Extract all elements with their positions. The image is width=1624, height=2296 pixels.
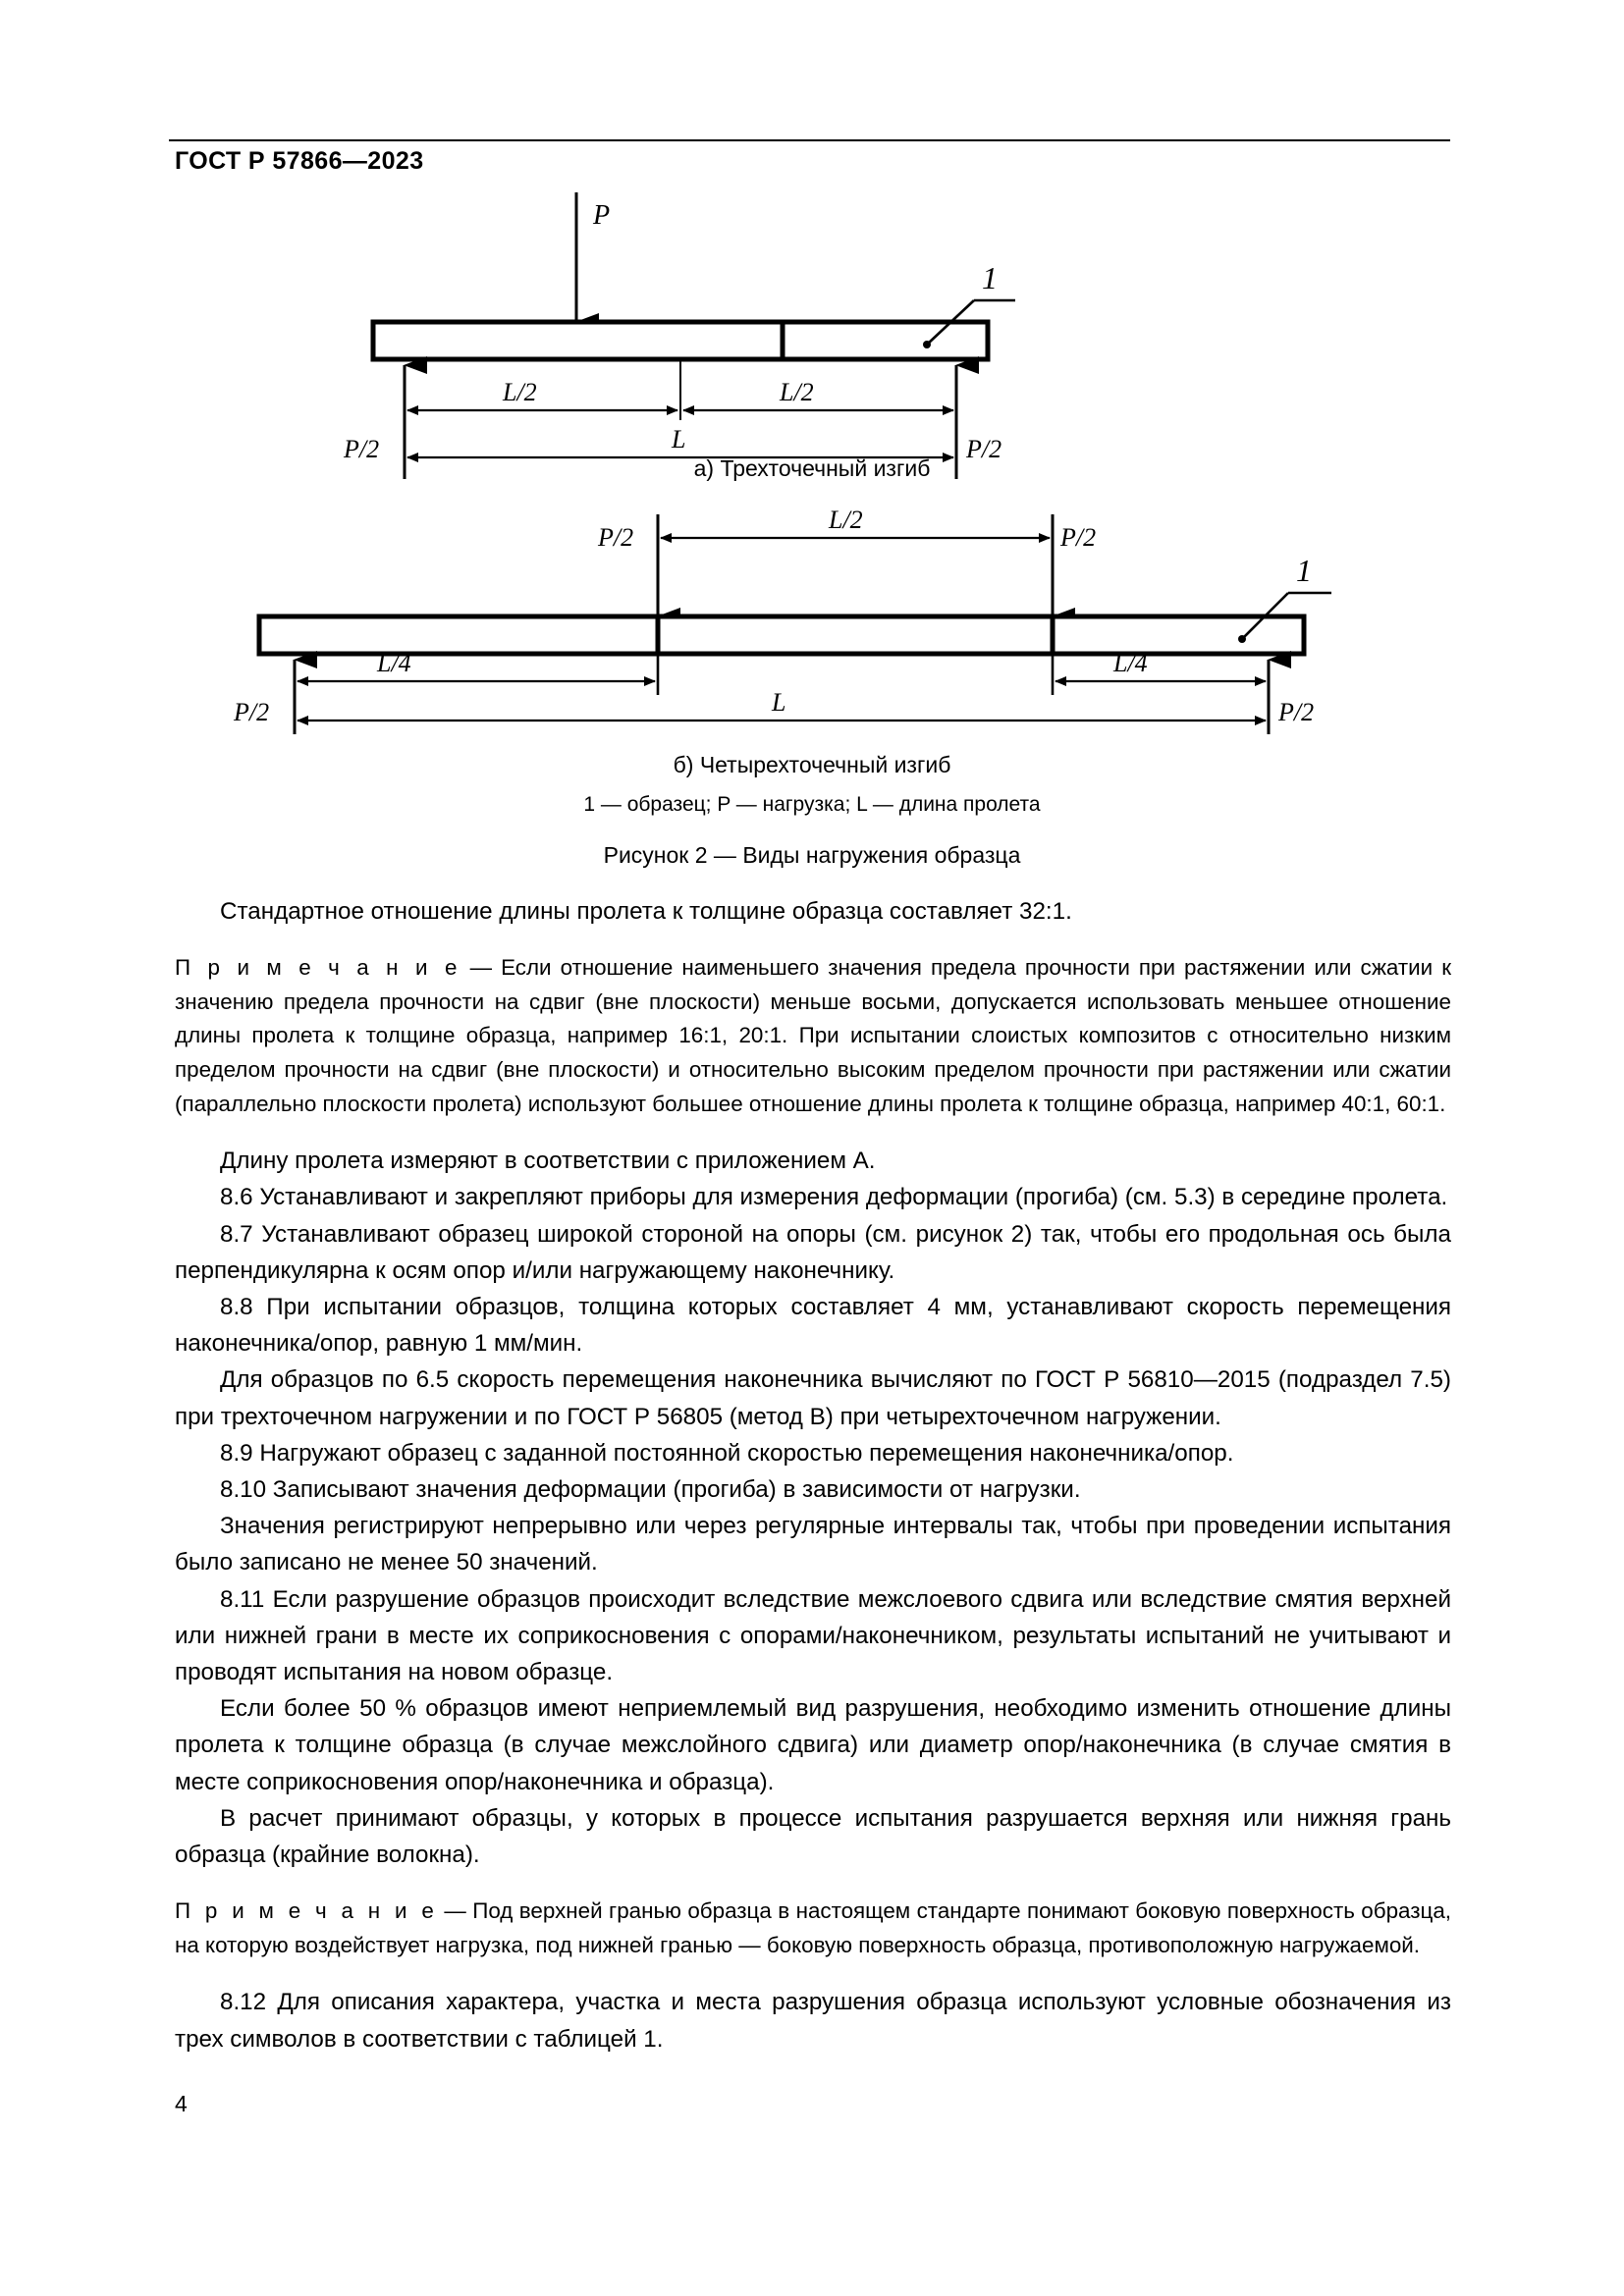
paragraph-fifty-percent: Если более 50 % образцов имеют неприемле… — [175, 1695, 1451, 1795]
svg-text:P/2: P/2 — [965, 435, 1001, 463]
paragraph-8-8: 8.8 При испытании образцов, толщина кото… — [175, 1293, 1451, 1358]
figure-legend: 1 — образец; P — нагрузка; L — длина про… — [583, 793, 1041, 816]
figure-2-svg: P 1 L/2 L/2 L P/2 — [233, 192, 1331, 734]
paragraph-8-12: 8.12 Для описания характера, участка и м… — [175, 1989, 1451, 2053]
svg-text:1: 1 — [1296, 553, 1312, 588]
svg-text:P/2: P/2 — [1059, 523, 1096, 552]
note-2: П р и м е ч а н и е — Под верхней гранью… — [175, 1895, 1451, 1962]
page-number: 4 — [175, 2091, 188, 2116]
svg-text:L: L — [671, 425, 685, 454]
figure-title: Рисунок 2 — Виды нагружения образца — [603, 842, 1021, 868]
svg-text:L/2: L/2 — [502, 378, 537, 406]
figure-caption-b: б) Четырехточечный изгиб — [673, 752, 951, 777]
note-2-text: — Под верхней гранью образца в настоящем… — [175, 1898, 1451, 1957]
svg-text:1: 1 — [982, 260, 998, 295]
note-1: П р и м е ч а н и е — Если отношение наи… — [175, 951, 1451, 1121]
running-header-standard-number: ГОСТ Р 57866—2023 — [175, 147, 424, 175]
paragraph-span-ratio: Стандартное отношение длины пролета к то… — [220, 898, 1072, 925]
paragraph-span-measurement: Длину пролета измеряют в соответствии с … — [220, 1148, 876, 1175]
note-1-label: П р и м е ч а н и е — [175, 955, 461, 981]
svg-text:P/2: P/2 — [597, 523, 633, 552]
svg-text:L/4: L/4 — [376, 649, 411, 677]
svg-text:L: L — [771, 688, 785, 717]
svg-text:L/2: L/2 — [828, 506, 863, 534]
paragraph-8-6: 8.6 Устанавливают и закрепляют приборы д… — [220, 1184, 1448, 1211]
svg-text:P/2: P/2 — [1277, 698, 1314, 726]
paragraph-8-11: 8.11 Если разрушение образцов происходит… — [175, 1585, 1451, 1686]
note-1-text: — Если отношение наименьшего значения пр… — [175, 955, 1451, 1116]
svg-text:P: P — [592, 200, 610, 231]
note-2-label: П р и м е ч а н и е — [175, 1898, 438, 1924]
svg-text:P/2: P/2 — [233, 698, 269, 726]
svg-text:L/2: L/2 — [779, 378, 814, 406]
paragraph-8-7: 8.7 Устанавливают образец широкой сторон… — [175, 1220, 1451, 1284]
paragraph-8-10: 8.10 Записывают значения деформации (про… — [220, 1476, 1081, 1503]
paragraph-recording-values: Значения регистрируют непрерывно или чер… — [175, 1513, 1451, 1576]
svg-text:P/2: P/2 — [343, 435, 379, 463]
paragraph-crosshead-speed: Для образцов по 6.5 скорость перемещения… — [175, 1366, 1451, 1430]
paragraph-calculation-basis: В расчет принимают образцы, у которых в … — [175, 1804, 1451, 1869]
figure-2-loading-schemes: P 1 L/2 L/2 L P/2 — [169, 192, 1455, 870]
body-text: Стандартное отношение длины пролета к то… — [175, 893, 1451, 2057]
svg-text:L/4: L/4 — [1112, 649, 1148, 677]
header-divider — [169, 139, 1450, 141]
paragraph-8-9: 8.9 Нагружают образец с заданной постоян… — [220, 1439, 1234, 1467]
figure-caption-a: а) Трехточечный изгиб — [693, 455, 931, 481]
